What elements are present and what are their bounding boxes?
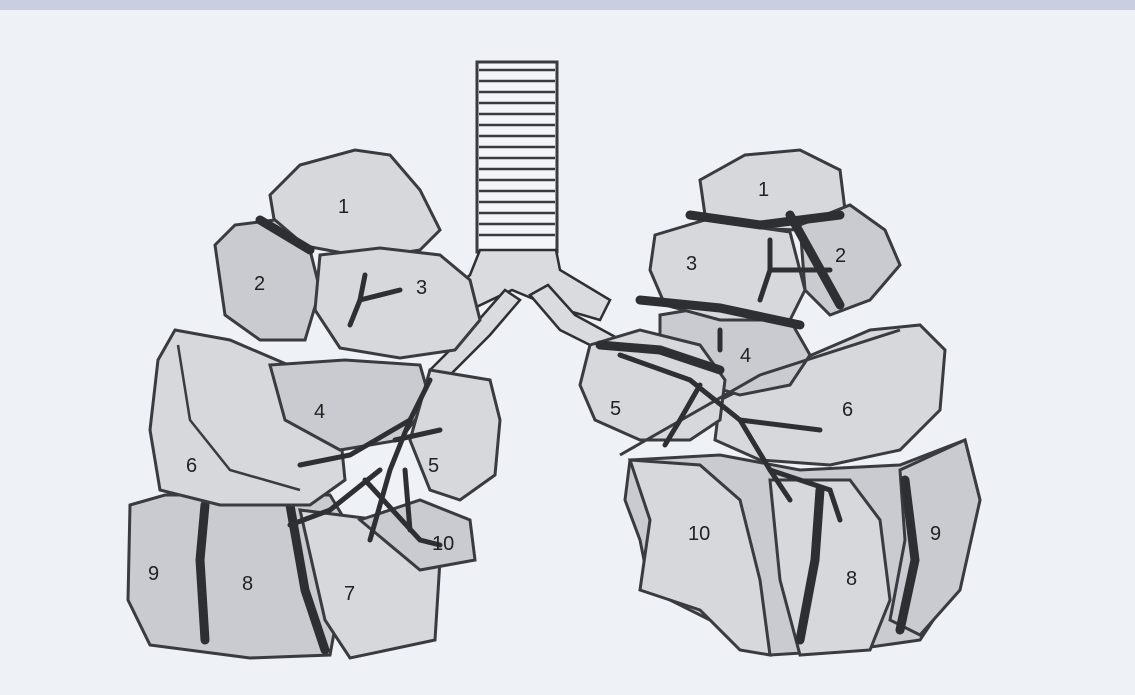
right-label-5: 5 (428, 455, 439, 477)
left-label-1: 1 (758, 179, 769, 201)
right-label-8: 8 (242, 573, 253, 595)
top-scan-edge (0, 0, 1135, 10)
right-label-2: 2 (254, 273, 265, 295)
left-label-6: 6 (842, 399, 853, 421)
right-label-10: 10 (432, 533, 454, 555)
right-label-1: 1 (338, 196, 349, 218)
left-label-8: 8 (846, 568, 857, 590)
right-label-4: 4 (314, 401, 325, 423)
right-label-9: 9 (148, 563, 159, 585)
right-label-3: 3 (416, 277, 427, 299)
left-label-4: 4 (740, 345, 751, 367)
left-label-2: 2 (835, 245, 846, 267)
left-label-3: 3 (686, 253, 697, 275)
right-label-6: 6 (186, 455, 197, 477)
left-label-10: 10 (688, 523, 710, 545)
left-label-5: 5 (610, 398, 621, 420)
left-label-9: 9 (930, 523, 941, 545)
fissure-9-8 (200, 505, 205, 640)
right-label-7: 7 (344, 583, 355, 605)
